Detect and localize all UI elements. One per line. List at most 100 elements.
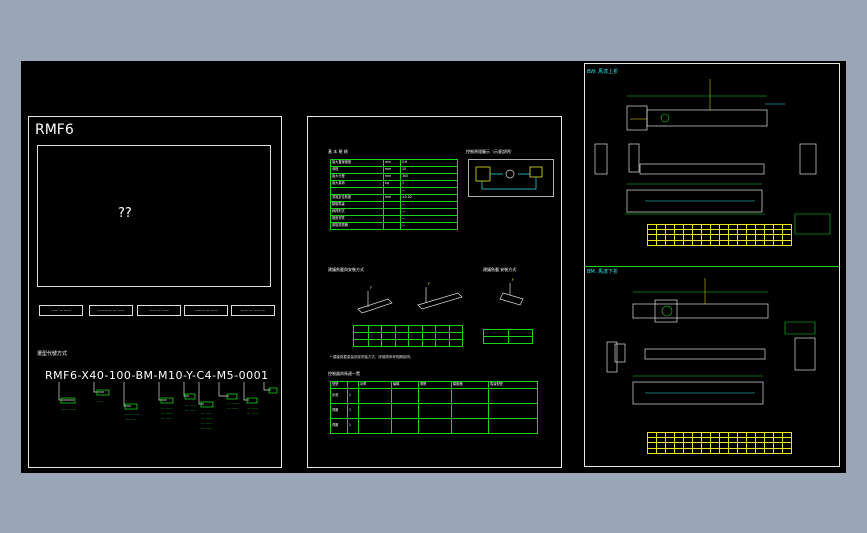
cell: [764, 447, 774, 454]
cell: 1: [347, 403, 359, 419]
cell: [353, 325, 369, 333]
cell: [656, 239, 666, 246]
load-table-left: [353, 325, 464, 347]
header-cell: 驅動器: [451, 381, 489, 389]
option-button-5[interactable]: —— — —— —: [231, 305, 275, 316]
cell: [755, 239, 765, 246]
cell: [507, 329, 533, 337]
motor-type: 步進: [330, 388, 348, 404]
load-diagrams: FFF: [357, 278, 524, 314]
svg-text:— ——: — ——: [201, 411, 213, 415]
spec-name: 原點感測器: [330, 222, 384, 230]
spec-name: 基座材質: [330, 215, 384, 223]
cell: [719, 447, 729, 454]
svg-text:F: F: [512, 278, 514, 282]
table-row: [647, 239, 792, 246]
bottom-drawing: [606, 278, 816, 405]
cell: [683, 239, 693, 246]
spec-value: —: [400, 187, 458, 195]
header-cell: 馬達型號: [488, 381, 538, 389]
cell: [435, 325, 450, 333]
cell: [353, 332, 369, 340]
spec-value: —: [400, 215, 458, 223]
spec-name: 最大行程: [330, 173, 384, 181]
cell: [408, 339, 423, 347]
option-button-1[interactable]: —— — ——: [39, 305, 83, 316]
svg-text:— ——: — ——: [161, 411, 173, 415]
option-button-4[interactable]: ——— — ——: [184, 305, 228, 316]
cell: [418, 388, 452, 404]
cell: [719, 239, 729, 246]
cell: [488, 388, 538, 404]
header-cell: 型號: [330, 381, 348, 389]
cell: [451, 403, 489, 419]
table-row: [353, 332, 464, 340]
control-schematic: [468, 159, 554, 197]
cell: [692, 239, 702, 246]
cell: [448, 339, 464, 347]
cell: [488, 418, 538, 434]
schematic-title: 控制原理圖示（示意說明）: [466, 149, 514, 154]
bottom-dimension-table: [647, 431, 792, 454]
cell: [728, 447, 738, 454]
table-row: [353, 339, 464, 347]
header-cell: [347, 381, 359, 389]
load-note: * 建議負載重量依據安裝方式，詳細請參考相關說明。: [330, 355, 414, 359]
spec-unit: [383, 187, 401, 195]
cell: [710, 239, 720, 246]
option-button-2[interactable]: ———— — ——: [89, 305, 133, 316]
svg-text:— ——: — ——: [201, 426, 213, 430]
cell: [692, 447, 702, 454]
cell: [488, 403, 538, 419]
table-row: [647, 437, 792, 444]
spec-value: 1: [400, 180, 458, 188]
header-cell: 編碼: [391, 381, 419, 389]
spec-value: ±0.02: [400, 194, 458, 202]
spec-unit: [383, 201, 401, 209]
cell: [391, 388, 419, 404]
option-button-3[interactable]: —— — ——: [137, 305, 181, 316]
cell: [665, 447, 675, 454]
cell: [647, 447, 657, 454]
panel-divider: [585, 266, 839, 267]
cell: [394, 339, 410, 347]
motor-type: 伺服: [330, 403, 348, 419]
svg-text:F: F: [428, 282, 430, 286]
top-view-label: BW: 馬達上折: [587, 69, 619, 75]
table-row: [483, 336, 533, 344]
cell: [394, 325, 410, 333]
cell: [507, 336, 533, 344]
table-row: 基座材質 —: [330, 215, 458, 223]
svg-text:— ——: — ——: [185, 403, 197, 407]
cell: [701, 239, 711, 246]
cell: [737, 239, 747, 246]
cell: [367, 332, 383, 340]
spec-unit: mm: [383, 173, 401, 181]
header-cell: 功率: [358, 381, 392, 389]
cell: [683, 447, 693, 454]
cell: [367, 339, 383, 347]
spec-value: 10: [400, 166, 458, 174]
cell: [358, 403, 392, 419]
spec-value: 0.6: [400, 159, 458, 167]
load-title: 建議負載與安裝方式: [328, 267, 364, 272]
cell: [418, 403, 452, 419]
cell: [710, 447, 720, 454]
product-title: RMF6: [35, 122, 74, 138]
spec-table-title: 基 本 規 格: [328, 149, 348, 154]
cell: 1: [347, 388, 359, 404]
right-panel: BW: 馬達上折 BM:: [584, 63, 840, 467]
svg-text:— ——: — ——: [161, 406, 173, 410]
spec-value: —: [400, 208, 458, 216]
image-placeholder: ??: [118, 206, 132, 221]
model-code: RMF6-X40-100-BM-M10-Y-C4-M5-0001: [45, 369, 269, 382]
cell: [782, 447, 792, 454]
spec-unit: mm: [383, 166, 401, 174]
cell: [483, 329, 509, 337]
load-table-right: [483, 329, 533, 344]
